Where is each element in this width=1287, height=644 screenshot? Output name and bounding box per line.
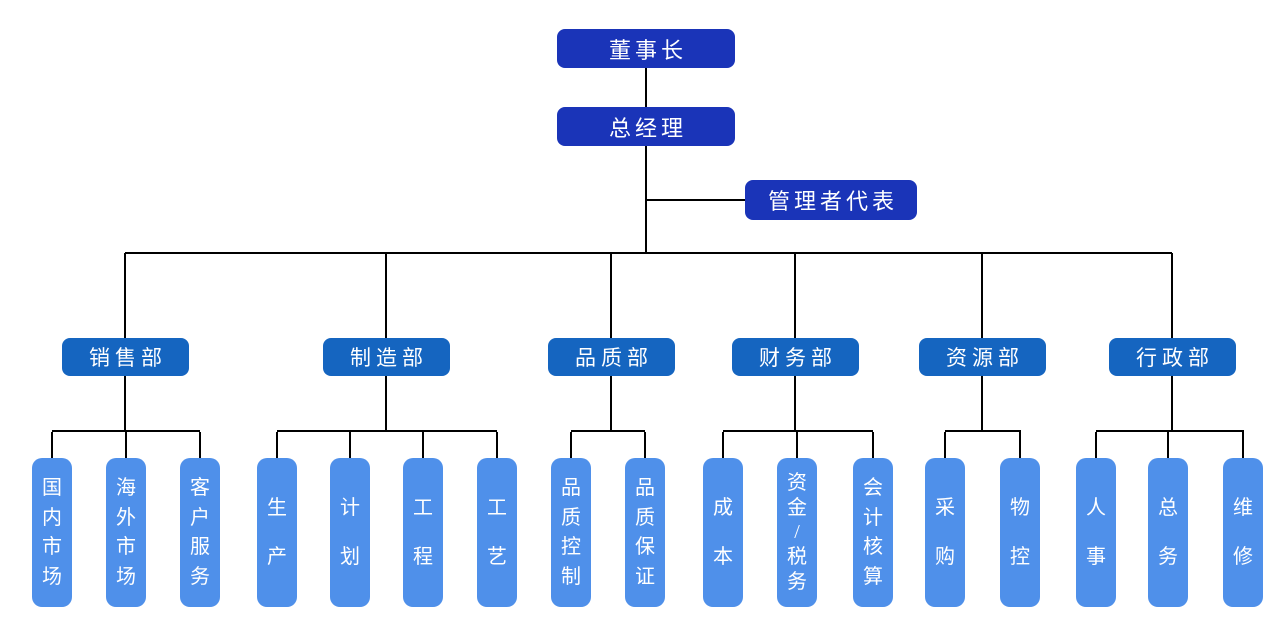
connector-quality-bar [571,430,645,432]
leaf-planning-node[interactable]: 计划 [330,458,370,607]
connector-stub [1167,432,1169,458]
leaf-domestic-market-node[interactable]: 国内市场 [32,458,72,607]
connector-finance-stem [794,376,796,432]
leaf-customer-service-node[interactable]: 客户服务 [180,458,220,607]
leaf-quality-assurance-node[interactable]: 品质保证 [625,458,665,607]
connector-management-rep [646,199,745,201]
leaf-accounting-node[interactable]: 会计核算 [853,458,893,607]
connector-stub [422,432,424,458]
connector-resources-stem [981,376,983,432]
connector-stub [276,432,278,458]
connector-stub [722,432,724,458]
general-manager-node[interactable]: 总经理 [557,107,735,146]
leaf-cost-node[interactable]: 成本 [703,458,743,607]
connector-admin-stem [1171,376,1173,432]
connector-manufacturing-bar [277,430,497,432]
connector-admin-bar [1096,430,1244,432]
leaf-general-affairs-node[interactable]: 总务 [1148,458,1188,607]
connector-main-horizontal [125,252,1172,254]
connector-drop-finance [794,253,796,338]
management-representative-node[interactable]: 管理者代表 [745,180,917,220]
dept-finance-node[interactable]: 财务部 [732,338,859,376]
connector-drop-quality [610,253,612,338]
dept-resources-node[interactable]: 资源部 [919,338,1046,376]
connector-stub [1019,432,1021,458]
connector-stub [796,432,798,458]
connector-stub [1242,432,1244,458]
leaf-process-node[interactable]: 工艺 [477,458,517,607]
connector-stub [944,432,946,458]
connector-resources-bar [945,430,1021,432]
leaf-engineering-node[interactable]: 工程 [403,458,443,607]
connector-stub [496,432,498,458]
dept-sales-node[interactable]: 销售部 [62,338,189,376]
dept-quality-node[interactable]: 品质部 [548,338,675,376]
connector-sales-stem [124,376,126,432]
leaf-maintenance-node[interactable]: 维修 [1223,458,1263,607]
leaf-overseas-market-node[interactable]: 海外市场 [106,458,146,607]
connector-stub [199,432,201,458]
connector-stub [1095,432,1097,458]
connector-quality-stem [610,376,612,432]
connector-stub [125,432,127,458]
connector-drop-manufacturing [385,253,387,338]
connector-drop-sales [124,253,126,338]
connector-chairman-gm [645,68,647,107]
leaf-purchasing-node[interactable]: 采购 [925,458,965,607]
connector-manufacturing-stem [385,376,387,432]
connector-drop-resources [981,253,983,338]
connector-stub [51,432,53,458]
leaf-hr-node[interactable]: 人事 [1076,458,1116,607]
connector-stub [644,432,646,458]
leaf-funds-tax-node[interactable]: 资金/税务 [777,458,817,607]
chairman-node[interactable]: 董事长 [557,29,735,68]
connector-sales-bar [52,430,200,432]
leaf-quality-control-node[interactable]: 品质控制 [551,458,591,607]
dept-manufacturing-node[interactable]: 制造部 [323,338,450,376]
connector-drop-admin [1171,253,1173,338]
connector-finance-bar [723,430,873,432]
leaf-production-node[interactable]: 生产 [257,458,297,607]
dept-admin-node[interactable]: 行政部 [1109,338,1236,376]
connector-stub [349,432,351,458]
connector-stub [872,432,874,458]
leaf-material-control-node[interactable]: 物控 [1000,458,1040,607]
connector-stub [570,432,572,458]
